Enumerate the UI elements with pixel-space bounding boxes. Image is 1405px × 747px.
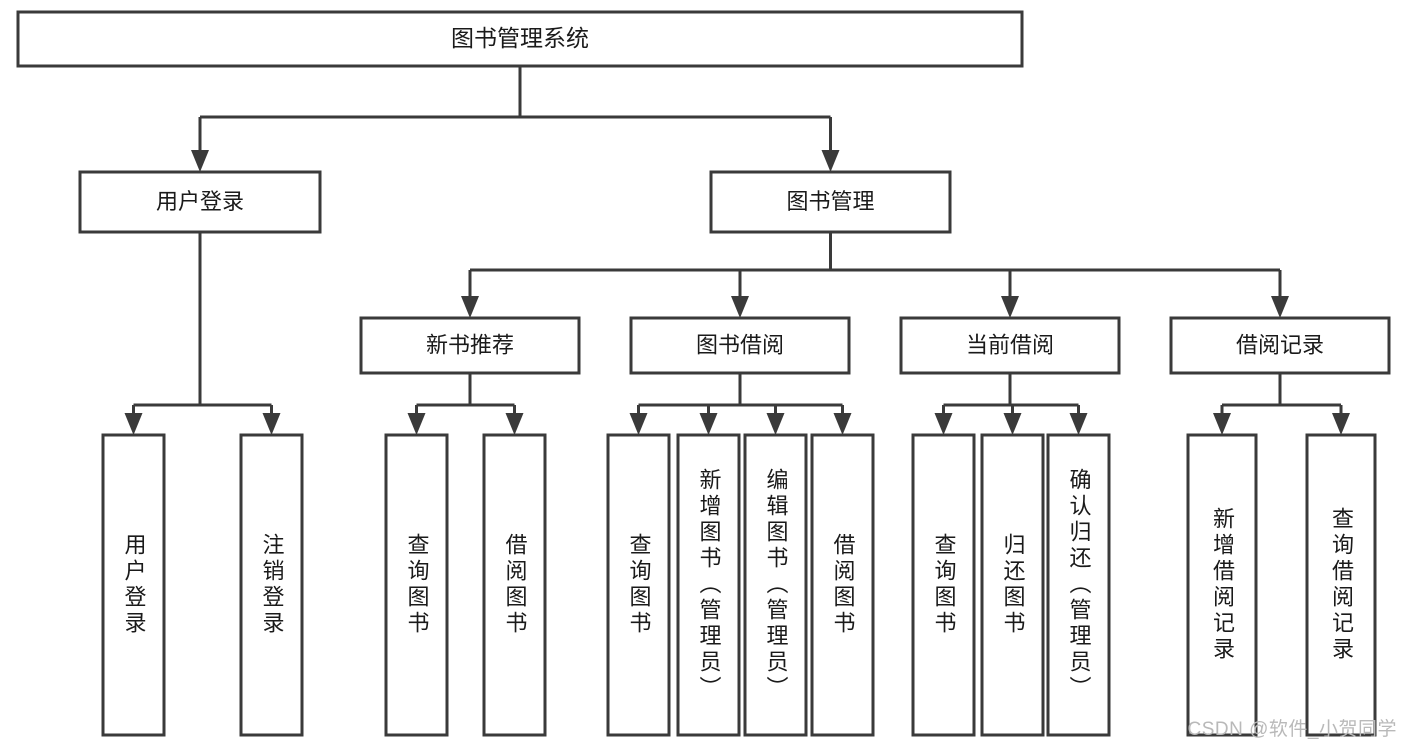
node-leaf-add-borrow-record[interactable] xyxy=(1186,433,1258,737)
node-label: 图书借阅 xyxy=(696,332,784,357)
node-leaf-confirm-return[interactable] xyxy=(1046,433,1111,737)
node-leaf-borrow-book-2[interactable] xyxy=(810,433,875,737)
node-leaf-edit-book[interactable] xyxy=(743,433,808,737)
connector-layer xyxy=(124,66,1350,435)
node-label: 新书推荐 xyxy=(426,332,514,357)
node-label: 图书管理 xyxy=(786,189,874,214)
node-new-book-recommend[interactable]: 新书推荐 xyxy=(359,316,581,375)
node-label: 当前借阅 xyxy=(966,332,1054,357)
node-leaf-return-book[interactable] xyxy=(980,433,1045,737)
node-user-login[interactable]: 用户登录 xyxy=(78,170,322,234)
node-root-图书管理系统[interactable]: 图书管理系统 xyxy=(16,10,1024,68)
node-leaf-query-book-3[interactable] xyxy=(911,433,976,737)
node-borrow-record[interactable]: 借阅记录 xyxy=(1169,316,1391,375)
node-leaf-borrow-book-1[interactable] xyxy=(482,433,547,737)
node-leaf-query-book-1[interactable] xyxy=(384,433,449,737)
node-label: 图书管理系统 xyxy=(451,25,589,51)
node-leaf-user-login[interactable] xyxy=(101,433,166,737)
node-leaf-query-book-2[interactable] xyxy=(606,433,671,737)
node-book-manage[interactable]: 图书管理 xyxy=(709,170,952,234)
watermark-text: CSDN @软件_小贺同学 xyxy=(1187,719,1397,740)
node-label: 用户登录 xyxy=(156,189,244,214)
node-leaf-add-book[interactable] xyxy=(676,433,741,737)
node-leaf-logout[interactable] xyxy=(239,433,304,737)
node-current-borrow[interactable]: 当前借阅 xyxy=(899,316,1121,375)
node-label: 借阅记录 xyxy=(1236,332,1324,357)
node-leaf-query-borrow-record[interactable] xyxy=(1305,433,1377,737)
node-book-borrow[interactable]: 图书借阅 xyxy=(629,316,851,375)
